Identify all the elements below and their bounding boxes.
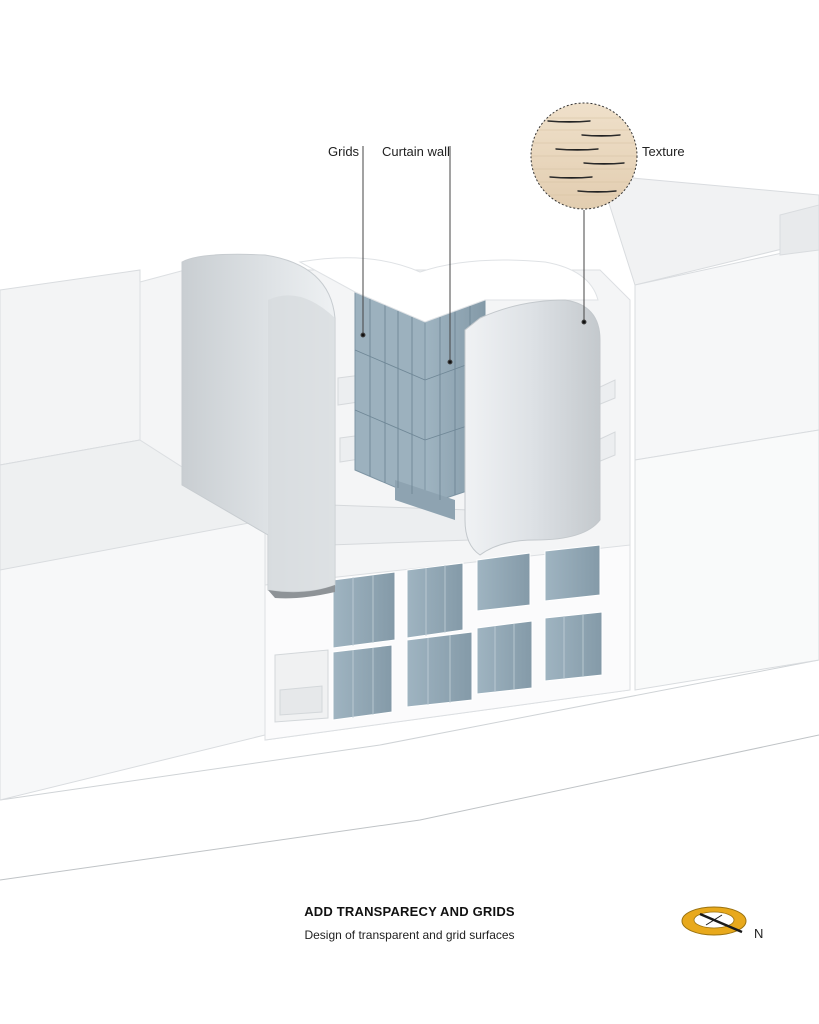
label-texture: Texture — [642, 144, 685, 159]
window-mullions — [352, 565, 584, 718]
label-curtain-wall: Curtain wall — [382, 144, 450, 159]
texture-swatch — [530, 102, 638, 210]
caption-subtitle: Design of transparent and grid surfaces — [304, 928, 515, 942]
right-tower — [464, 299, 601, 556]
texture-grooves — [547, 120, 625, 193]
left-context-block — [0, 269, 267, 801]
left-tower — [181, 253, 336, 599]
roof — [298, 257, 599, 323]
entrance-niche — [274, 649, 329, 723]
ground-floor-windows — [332, 544, 603, 721]
caption-title: ADD TRANSPARECY AND GRIDS — [304, 904, 515, 919]
north-label: N — [754, 926, 764, 941]
right-context-block — [599, 174, 819, 691]
ground-plane — [0, 659, 819, 881]
label-grids: Grids — [328, 144, 360, 159]
callout-leaders — [360, 146, 587, 365]
north-compass-icon — [681, 906, 747, 936]
